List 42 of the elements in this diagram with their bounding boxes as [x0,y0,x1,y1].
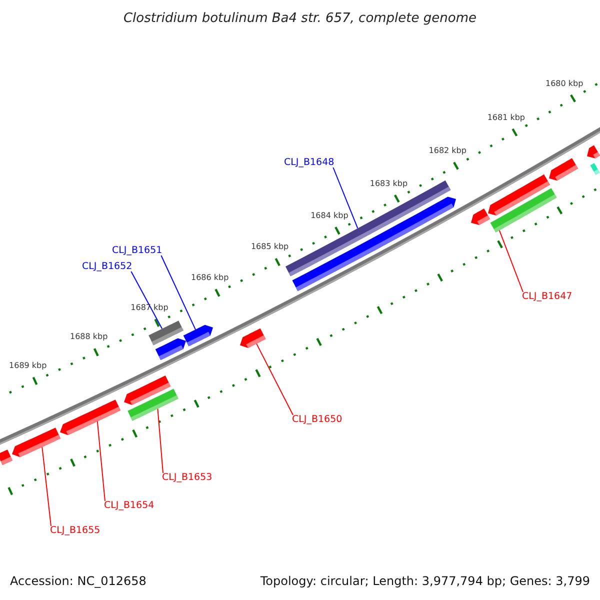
leader-line [256,343,294,416]
scale-label: 1686 kbp [190,274,229,282]
scale-label: 1682 kbp [428,147,466,155]
gene-label: CLJ_B1647 [522,292,572,302]
gene-label: CLJ_B1655 [50,526,100,536]
gene-label: CLJ_B1648 [284,158,334,168]
scale-label: 1680 kbp [545,80,584,88]
gene-feature [240,328,266,348]
leader-line [332,167,358,229]
map-title: Clostridium botulinum Ba4 str. 657, complete genome [122,11,478,26]
gene-feature [587,145,600,158]
scale-label: 1685 kbp [250,242,289,251]
gene-bar [128,388,178,421]
accession-text: Accession: NC_012658 [10,575,146,587]
leader-line [96,420,106,502]
scale-label: 1684 kbp [310,212,348,220]
gene-label: CLJ_B1651 [112,246,162,256]
scale-label: 1683 kbp [370,180,408,188]
gene-label: CLJ_B1653 [162,473,212,482]
gene-label: CLJ_B1654 [104,501,154,510]
genome-info-text: Topology: circular; Length: 3,977,794 bp; Genes: 3,799 [260,575,590,587]
gene-feature [183,324,213,346]
gene-feature [549,158,578,181]
scale-label: 1681 kbp [487,114,526,122]
gene-label: CLJ_B1652 [82,262,132,272]
leader-line [130,271,163,330]
scale-label: 1688 kbp [70,332,108,341]
gene-feature [471,208,490,226]
gene-feature [12,428,61,458]
gene-feature [60,400,121,436]
gene-feature [155,338,186,360]
scale-label: 1687 kbp [130,304,168,312]
leader-line [42,446,52,526]
gene-label: CLJ_B1650 [292,415,342,424]
gene-feature [292,196,456,292]
gene-bar [0,450,12,466]
leader-line [498,230,524,292]
leader-line [160,255,196,330]
gene-bar [590,163,600,175]
leader-line [157,408,164,474]
gene-bar [490,188,557,232]
scale-label: 1689 kbp [9,362,47,370]
